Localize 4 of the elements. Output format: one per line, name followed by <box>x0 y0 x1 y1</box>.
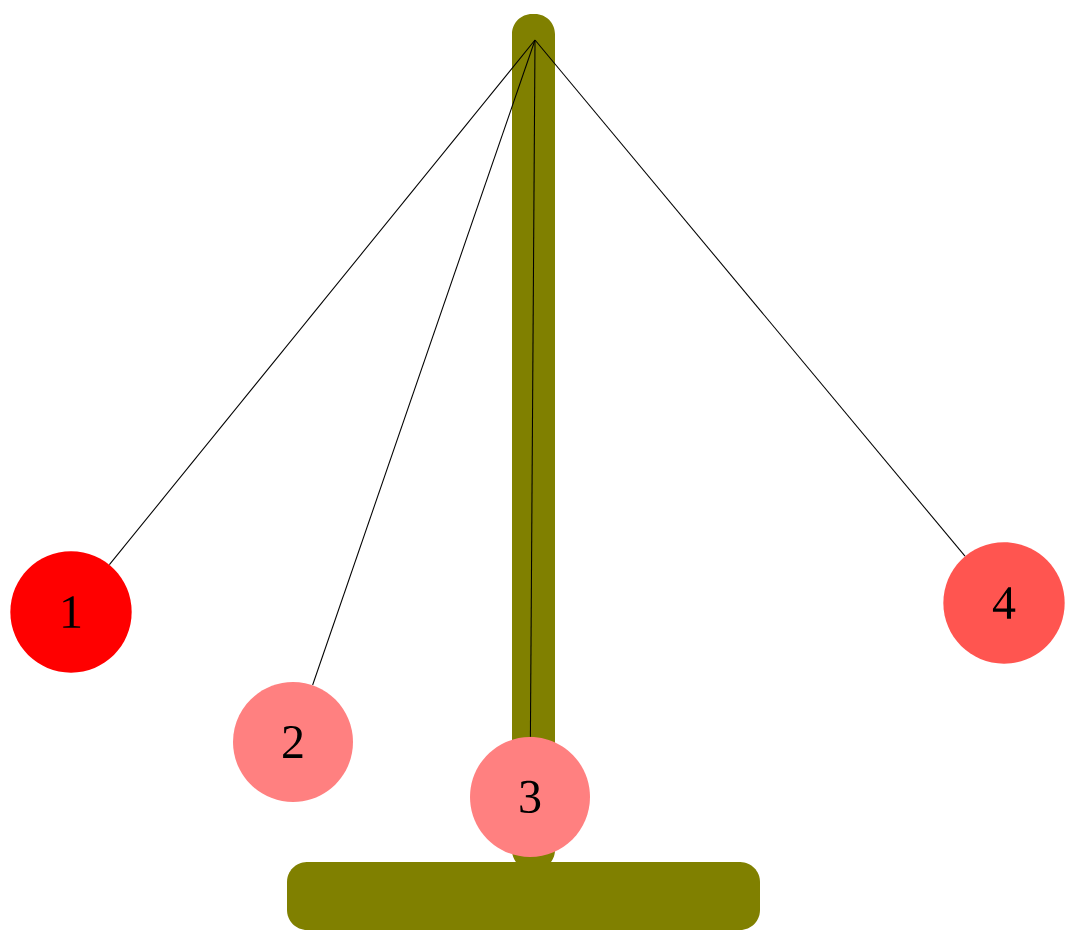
string-line <box>529 39 536 738</box>
string-line <box>312 39 536 686</box>
string-line <box>108 39 536 566</box>
string-line <box>534 39 966 557</box>
